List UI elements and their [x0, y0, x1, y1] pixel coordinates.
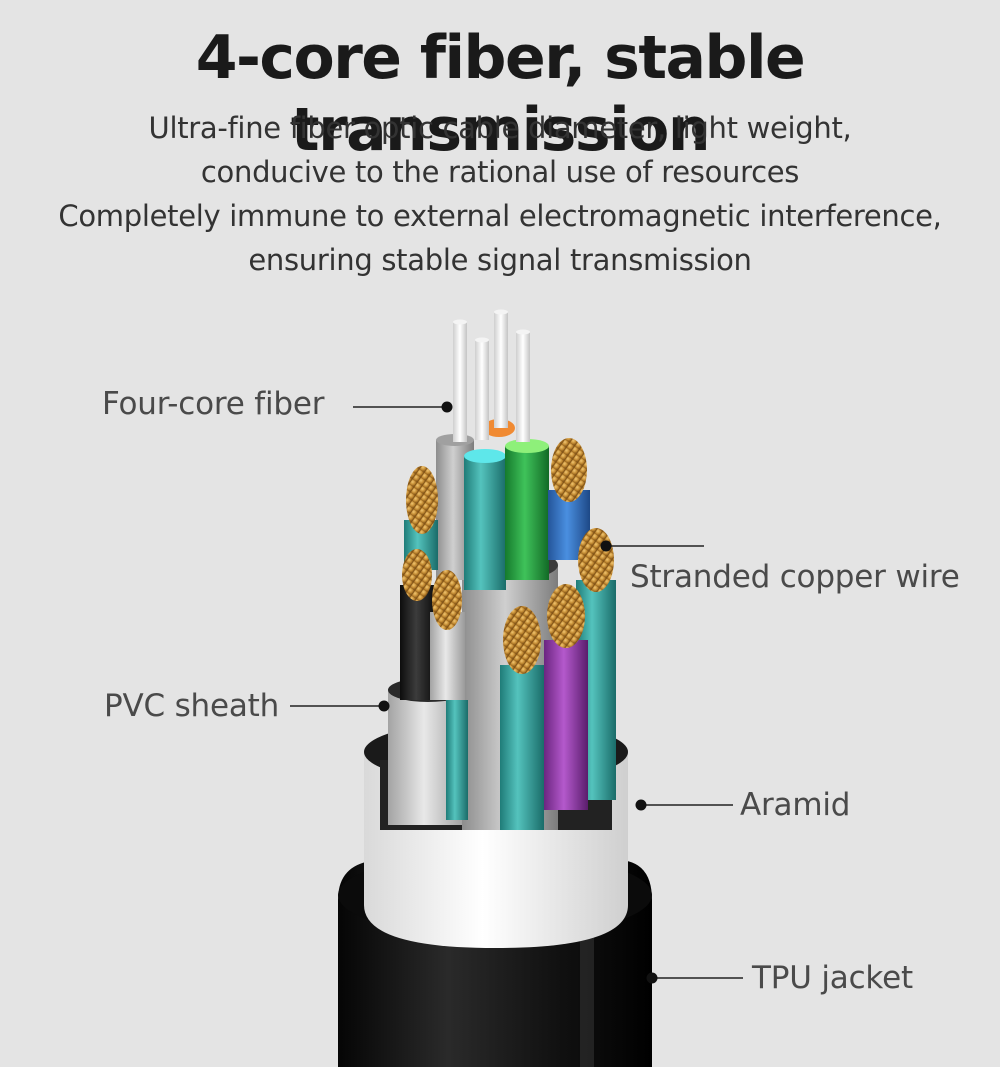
callout-dot-aramid — [635, 799, 647, 811]
callout-dot-fiber — [441, 401, 453, 413]
conductor-silver — [430, 570, 465, 700]
label-pvc-sheath: PVC sheath — [104, 688, 280, 724]
conductor-teal-center — [500, 606, 544, 830]
description-line-3: Completely immune to external electromag… — [58, 199, 942, 233]
fiber-tube-green — [505, 439, 549, 580]
conductor-black — [400, 549, 436, 700]
callout-dot-copper — [600, 540, 612, 552]
label-four-core-fiber: Four-core fiber — [102, 386, 325, 422]
description-line-1: Ultra-fine fiber optic cable diameter, l… — [148, 111, 852, 145]
conductor-blue — [548, 438, 590, 560]
callout-dot-pvc — [378, 700, 390, 712]
conductor-purple — [544, 584, 588, 810]
label-stranded-copper-wire: Stranded copper wire — [630, 559, 960, 595]
fiber-tube-teal — [464, 449, 506, 590]
description-line-2: conducive to the rational use of resourc… — [200, 155, 800, 189]
four-core-fibers — [453, 309, 530, 442]
callout-dot-tpu — [646, 972, 658, 984]
label-tpu-jacket: TPU jacket — [752, 960, 913, 996]
conductor-teal-sliver — [446, 700, 468, 820]
description-line-4: ensuring stable signal transmission — [248, 243, 752, 277]
label-aramid: Aramid — [740, 787, 851, 823]
page-title: 4-core fiber, stable transmission — [195, 23, 806, 165]
